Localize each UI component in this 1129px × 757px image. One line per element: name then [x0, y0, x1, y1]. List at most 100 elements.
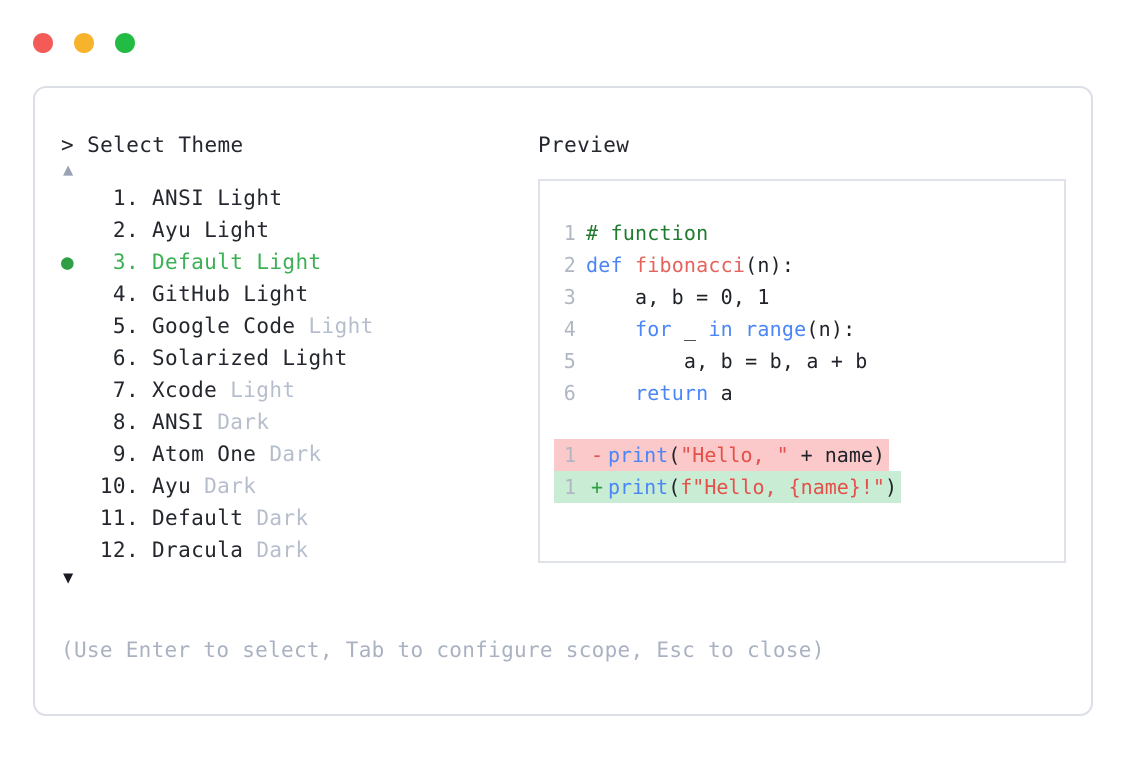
code-token: a [708, 381, 733, 405]
code-line-text: return a [586, 377, 733, 409]
code-token: a, b = b, a + b [586, 349, 868, 373]
line-number: 1 [563, 221, 576, 245]
bullet-placeholder [61, 502, 91, 534]
minimize-button[interactable] [74, 33, 94, 53]
theme-item-variant: Dark [204, 474, 257, 498]
theme-item-number: 5. [99, 314, 139, 338]
code-token: def [586, 253, 635, 277]
theme-item-name: Dracula [152, 538, 244, 562]
diff-marker: - [590, 443, 604, 467]
theme-item-name: Solarized [152, 346, 270, 370]
code-token: fibonacci [634, 253, 746, 277]
code-line: 5 a, b = b, a + b [540, 345, 1064, 377]
code-token: ) [884, 475, 898, 499]
code-token: return [634, 381, 709, 405]
theme-item-name: Google Code [152, 314, 296, 338]
prompt-label: > Select Theme [61, 133, 244, 157]
code-token [586, 381, 635, 405]
window-controls [33, 33, 135, 53]
code-line-text: def fibonacci(n): [586, 249, 794, 281]
theme-list-item[interactable]: 9. Atom One Dark [61, 438, 531, 470]
diff-line-minus: 1-print("Hello, " + name) [540, 439, 1064, 471]
code-token: # function [586, 221, 709, 245]
maximize-button[interactable] [115, 33, 135, 53]
theme-item-number: 1. [99, 186, 139, 210]
code-token: range [745, 317, 807, 341]
theme-item-number: 11. [99, 506, 139, 530]
theme-item-name: Atom One [152, 442, 257, 466]
code-line-text: for _ in range(n): [586, 313, 855, 345]
code-token: for [634, 317, 672, 341]
bullet-placeholder [61, 406, 91, 438]
theme-item-variant: Light [256, 250, 322, 274]
code-token: print [608, 475, 669, 499]
line-number: 2 [563, 253, 576, 277]
bullet-placeholder [61, 342, 91, 374]
theme-item-variant: Dark [269, 442, 322, 466]
theme-item-number: 6. [99, 346, 139, 370]
theme-list-item[interactable]: 6. Solarized Light [61, 342, 531, 374]
close-button[interactable] [33, 33, 53, 53]
bullet-placeholder [61, 470, 91, 502]
code-line: 1 # function [540, 217, 1064, 249]
theme-item-name: Default [152, 250, 244, 274]
code-token: "Hello, " [680, 443, 789, 467]
theme-list-item[interactable]: 1. ANSI Light [61, 182, 531, 214]
code-token [733, 317, 745, 341]
bullet-placeholder [61, 438, 91, 470]
theme-item-name: Xcode [152, 378, 218, 402]
code-token: + name) [788, 443, 885, 467]
theme-item-variant: Light [282, 346, 348, 370]
theme-list-item[interactable]: 8. ANSI Dark [61, 406, 531, 438]
line-number: 4 [563, 317, 576, 341]
theme-item-variant: Light [217, 186, 283, 210]
diff-line-content: 1+print(f"Hello, {name}!") [554, 471, 902, 503]
theme-item-name: ANSI [152, 186, 205, 210]
code-line-text: print("Hello, " + name) [608, 439, 885, 471]
theme-item-number: 7. [99, 378, 139, 402]
code-token: ( [668, 475, 681, 499]
scroll-up-arrow-icon[interactable]: ▲ [63, 160, 74, 180]
code-line-text: print(f"Hello, {name}!") [608, 471, 897, 503]
diff-marker: + [590, 475, 604, 499]
theme-item-number: 10. [99, 474, 139, 498]
theme-item-name: ANSI [152, 410, 205, 434]
code-token: (n): [806, 317, 856, 341]
keyboard-hint: (Use Enter to select, Tab to configure s… [61, 638, 825, 662]
theme-item-variant: Light [243, 282, 309, 306]
bullet-placeholder [61, 310, 91, 342]
code-line: 2 def fibonacci(n): [540, 249, 1064, 281]
bullet-placeholder [61, 182, 91, 214]
line-number: 1 [563, 443, 576, 467]
theme-item-number: 8. [99, 410, 139, 434]
code-token: a, b = 0, 1 [586, 285, 770, 309]
diff-line-content: 1-print("Hello, " + name) [554, 439, 889, 471]
line-number: 5 [563, 349, 576, 373]
theme-item-number: 9. [99, 442, 139, 466]
code-token: (n): [745, 253, 795, 277]
theme-item-variant: Dark [256, 506, 309, 530]
code-line: 4 for _ in range(n): [540, 313, 1064, 345]
theme-item-variant: Dark [256, 538, 309, 562]
theme-item-name: Ayu [152, 218, 192, 242]
code-line-text: # function [586, 217, 708, 249]
scroll-down-arrow-icon[interactable]: ▼ [63, 568, 74, 588]
code-line-text: a, b = 0, 1 [586, 281, 770, 313]
line-number: 3 [563, 285, 576, 309]
theme-item-variant: Dark [217, 410, 270, 434]
code-line: 6 return a [540, 377, 1064, 409]
diff-line-plus: 1+print(f"Hello, {name}!") [540, 471, 1064, 503]
